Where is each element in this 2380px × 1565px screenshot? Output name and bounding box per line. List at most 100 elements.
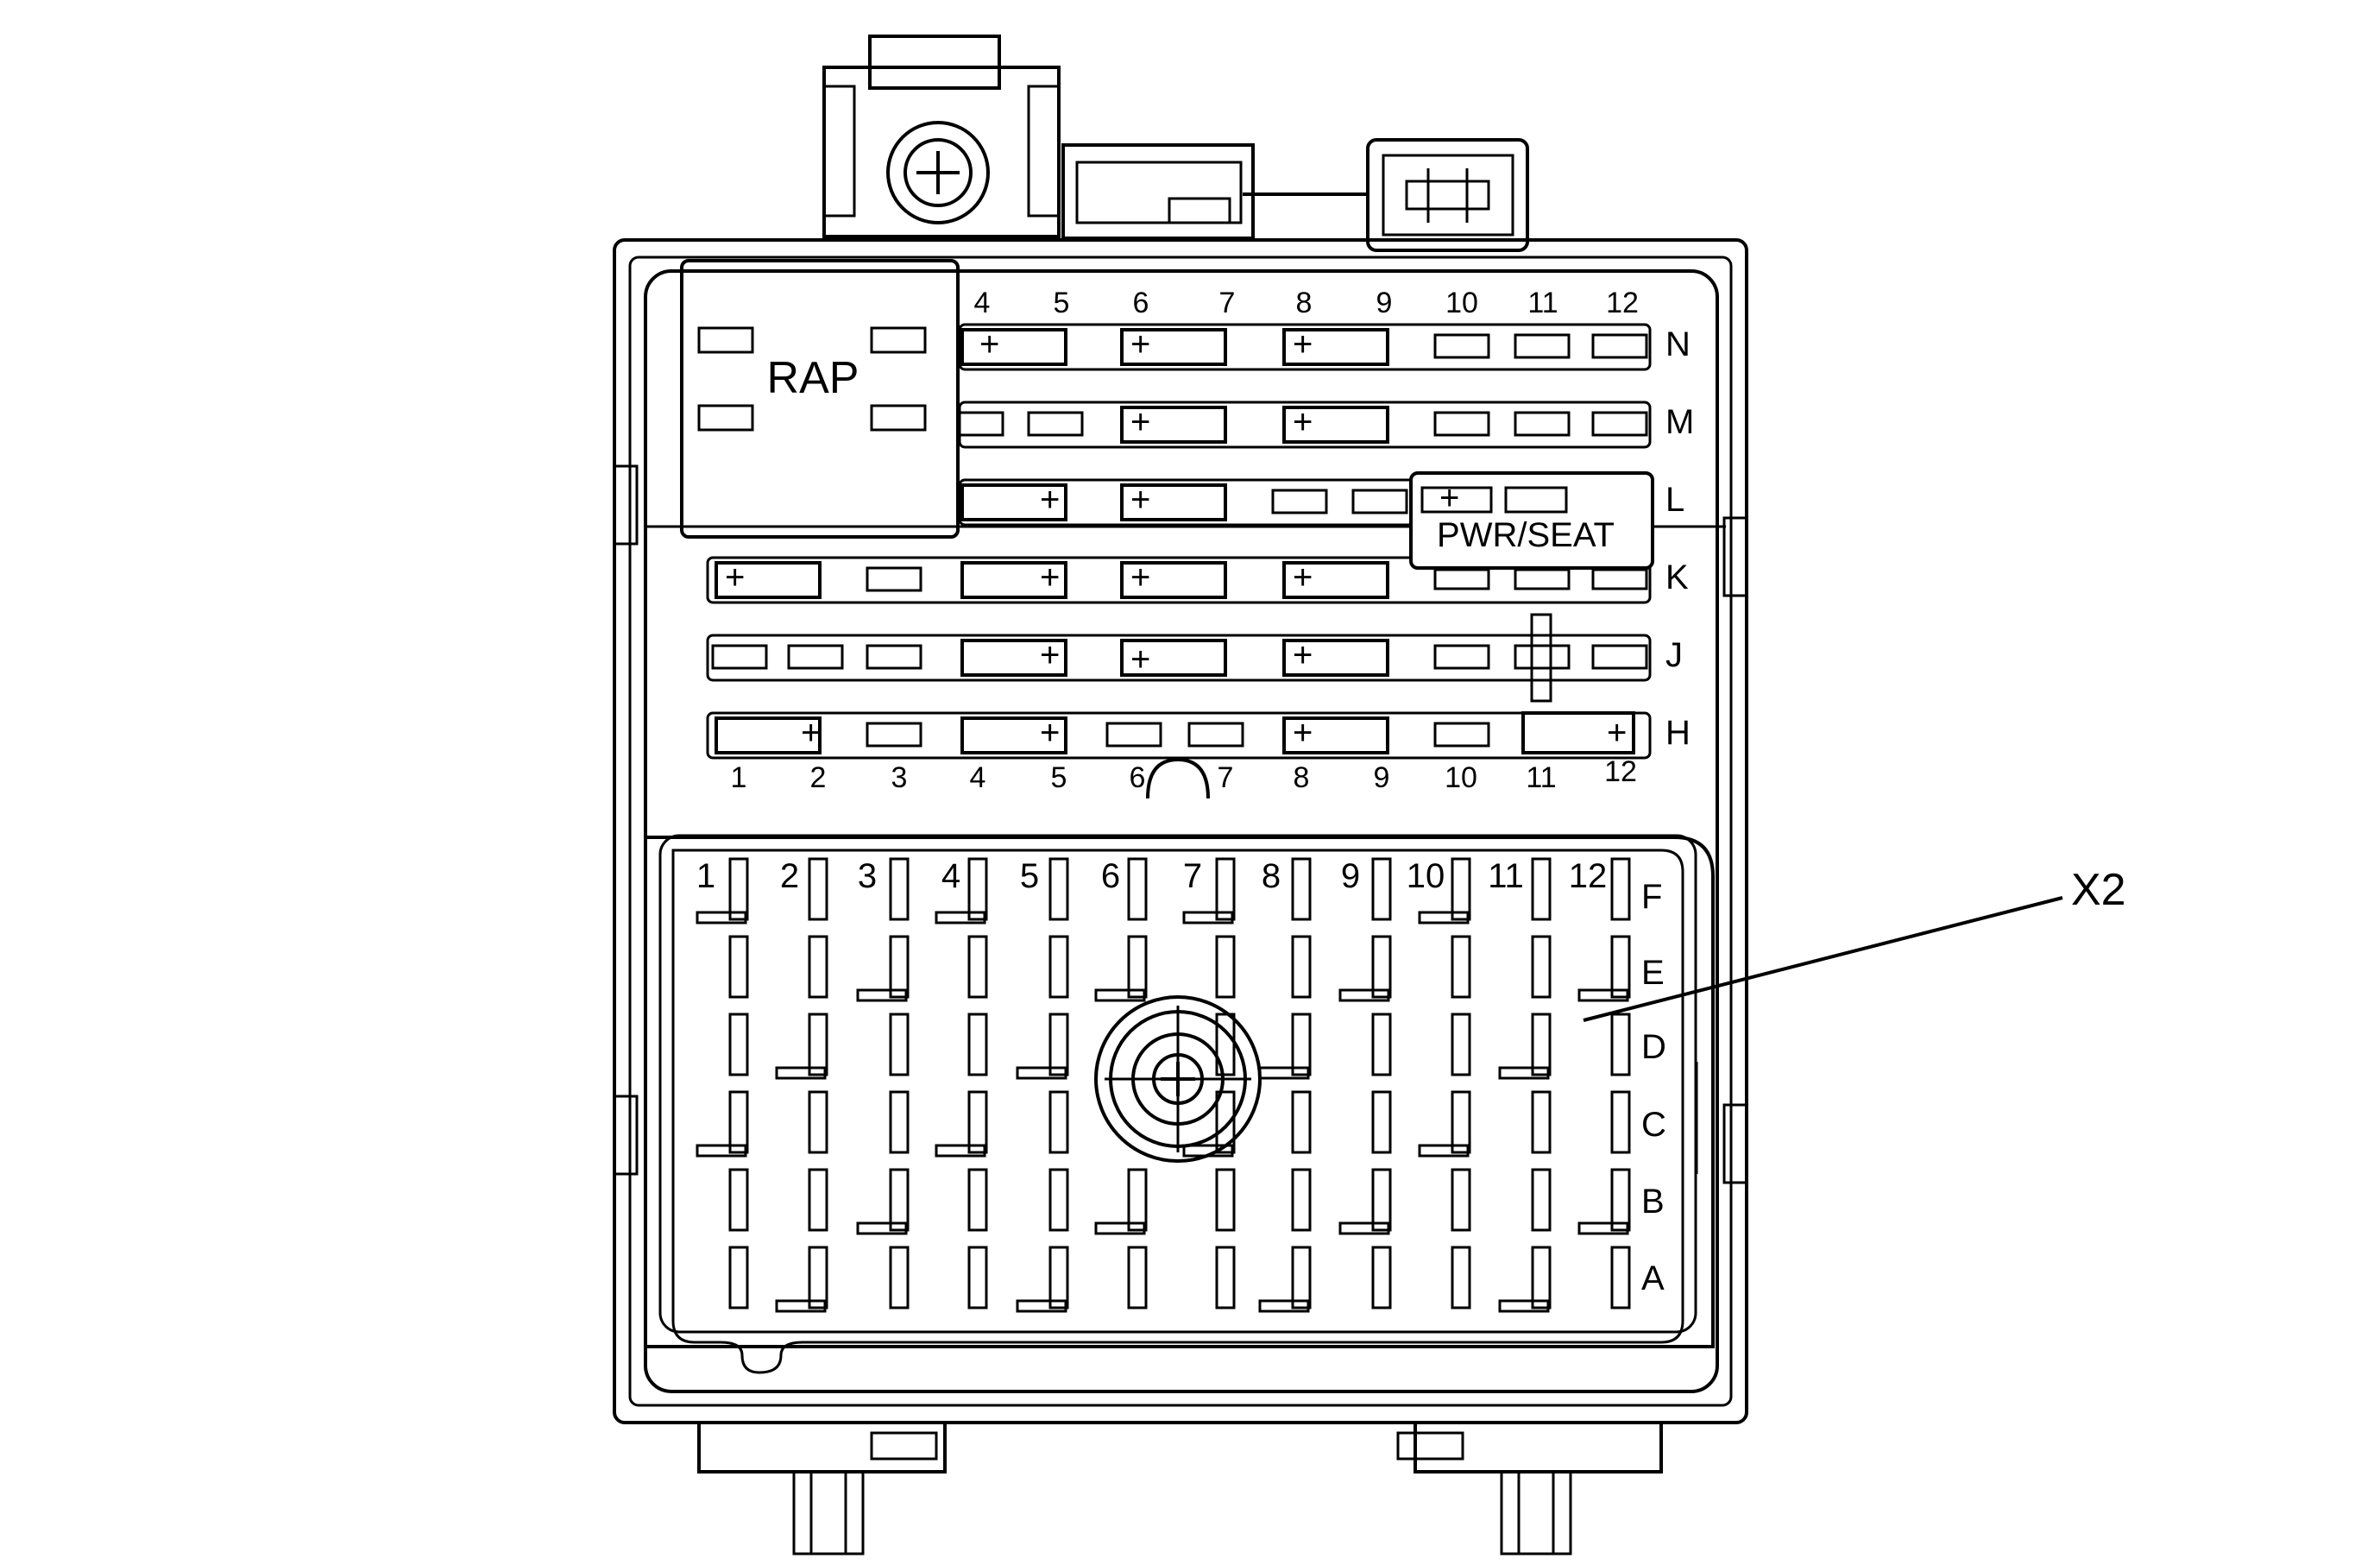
- pwr-seat-breaker[interactable]: + PWR/SEAT: [1409, 471, 1654, 570]
- fuse-m-11[interactable]: [1514, 411, 1571, 437]
- fuse-k-11[interactable]: [1514, 568, 1571, 590]
- fuse-l-4[interactable]: [960, 483, 1067, 521]
- fuse-j-11-puller-tab: [1530, 613, 1552, 703]
- fuse-n-8[interactable]: [1282, 328, 1389, 366]
- fuse-j-4[interactable]: [960, 639, 1067, 677]
- fuse-h-8[interactable]: [1282, 716, 1389, 754]
- rap-relay[interactable]: RAP: [680, 259, 960, 539]
- x2-callout-label: X2: [2071, 865, 2126, 915]
- fuse-h-10[interactable]: [1433, 722, 1490, 748]
- fuse-plus-mark: +: [1130, 325, 1150, 363]
- fuse-row-label: H: [1665, 714, 1691, 752]
- x2-terminal: [1371, 857, 1392, 921]
- pwr-seat-label: PWR/SEAT: [1437, 516, 1615, 554]
- fuse-k-8[interactable]: [1282, 561, 1389, 599]
- fuse-k-12[interactable]: [1591, 568, 1648, 590]
- fuse-l-9[interactable]: [1351, 489, 1408, 514]
- fuse-h-6[interactable]: [1105, 722, 1162, 748]
- fuse-h-1[interactable]: [715, 716, 822, 754]
- fuse-j-11[interactable]: [1514, 644, 1571, 670]
- x2-terminal: [967, 935, 988, 999]
- fuse-k-6[interactable]: [1120, 561, 1227, 599]
- fuse-k-3[interactable]: [866, 566, 922, 592]
- x2-row-label: D: [1641, 1028, 1666, 1066]
- x2-terminal: [1291, 1090, 1312, 1154]
- fuse-m-8[interactable]: [1282, 406, 1389, 444]
- x2-terminal: [728, 1168, 749, 1232]
- x2-leader-line: [1583, 896, 2063, 1022]
- center-notch: [1146, 757, 1210, 799]
- fuse-m-4[interactable]: [958, 411, 1004, 437]
- side-clip-left: [613, 464, 639, 546]
- fuse-row-labels: N M L K J H: [1665, 325, 1694, 752]
- fuse-n-11[interactable]: [1514, 333, 1571, 359]
- x2-terminal: [808, 1246, 828, 1309]
- x2-terminal: [1451, 1013, 1471, 1076]
- fuse-top-col-label: 10: [1445, 287, 1478, 319]
- fuse-j-1[interactable]: [711, 644, 768, 670]
- fuse-row-strips: [706, 323, 1652, 760]
- x2-col-label: 4: [941, 857, 960, 895]
- fuse-l-8[interactable]: [1271, 489, 1328, 514]
- fuse-top-col-label: 7: [1219, 287, 1236, 319]
- fuse-plus-mark: +: [1293, 636, 1313, 674]
- x2-col-label: 6: [1101, 857, 1120, 895]
- fuse-j-8[interactable]: [1282, 639, 1389, 677]
- fuse-n-6[interactable]: [1120, 328, 1227, 366]
- x2-terminal-lock-tab: [856, 1221, 908, 1235]
- x2-col-label: 12: [1569, 857, 1608, 895]
- x2-terminal: [889, 1168, 910, 1232]
- x2-terminal-lock-tab: [1577, 988, 1629, 1002]
- x2-row-label: C: [1641, 1106, 1666, 1144]
- fuse-k-1[interactable]: [715, 561, 822, 599]
- fuse-plus-mark: +: [979, 325, 999, 363]
- fuse-plus-mark: +: [1293, 714, 1313, 752]
- x2-terminal: [1531, 857, 1552, 921]
- fuse-j-10[interactable]: [1433, 644, 1490, 670]
- fuse-row-label: J: [1665, 636, 1683, 674]
- fuse-h-11[interactable]: [1521, 711, 1635, 754]
- x2-terminal-lock-tab: [1016, 1066, 1067, 1080]
- fuse-bottom-col-label: 9: [1374, 761, 1390, 794]
- fuse-k-10[interactable]: [1433, 568, 1490, 590]
- fuse-m-6[interactable]: [1120, 406, 1227, 444]
- fuse-plus-mark: +: [1439, 479, 1459, 517]
- x2-terminal: [889, 1013, 910, 1076]
- fuse-plus-mark: +: [1130, 558, 1150, 596]
- x2-terminal-lock-tab: [775, 1066, 827, 1080]
- fuse-h-4[interactable]: [960, 716, 1067, 754]
- fuse-n-12[interactable]: [1591, 333, 1648, 359]
- x2-terminal-lock-tab: [1418, 911, 1470, 924]
- fuse-j-3[interactable]: [866, 644, 922, 670]
- x2-terminal: [1610, 1246, 1631, 1309]
- x2-terminal-lock-tab: [1258, 1066, 1310, 1080]
- fuse-m-12[interactable]: [1591, 411, 1648, 437]
- x2-connector[interactable]: 1 2 3 4 5 6 7 8 9 10 11 12 F E D C B A: [644, 834, 1715, 1374]
- x2-terminal: [1531, 1246, 1552, 1309]
- fuse-plus-mark: +: [1130, 641, 1150, 678]
- x2-terminal: [1215, 1090, 1236, 1154]
- fuse-m-10[interactable]: [1433, 411, 1490, 437]
- fuse-h-3[interactable]: [866, 722, 922, 748]
- x2-terminal: [808, 1090, 828, 1154]
- fuse-l-6[interactable]: [1120, 483, 1227, 521]
- fuse-m-5[interactable]: [1027, 411, 1084, 437]
- fuse-bottom-col-label: 1: [731, 761, 747, 794]
- fuse-plus-mark: +: [801, 714, 821, 752]
- bottom-feet: [697, 1423, 1663, 1556]
- x2-col-label: 8: [1262, 857, 1281, 895]
- x2-terminal: [1371, 1013, 1392, 1076]
- fuse-n-4[interactable]: [960, 328, 1067, 366]
- fuse-h-7[interactable]: [1187, 722, 1244, 748]
- x2-terminal: [1048, 1246, 1069, 1309]
- fuse-j-2[interactable]: [787, 644, 844, 670]
- fuse-j-12[interactable]: [1591, 644, 1648, 670]
- fuse-top-col-label: 12: [1606, 287, 1639, 319]
- fuse-j-6[interactable]: [1120, 639, 1227, 677]
- fuse-k-4[interactable]: [960, 561, 1067, 599]
- fuse-n-10[interactable]: [1433, 333, 1490, 359]
- rap-label: RAP: [767, 353, 859, 403]
- x2-col-label: 3: [858, 857, 877, 895]
- x2-terminal: [1371, 935, 1392, 999]
- x2-terminal: [1127, 1168, 1148, 1232]
